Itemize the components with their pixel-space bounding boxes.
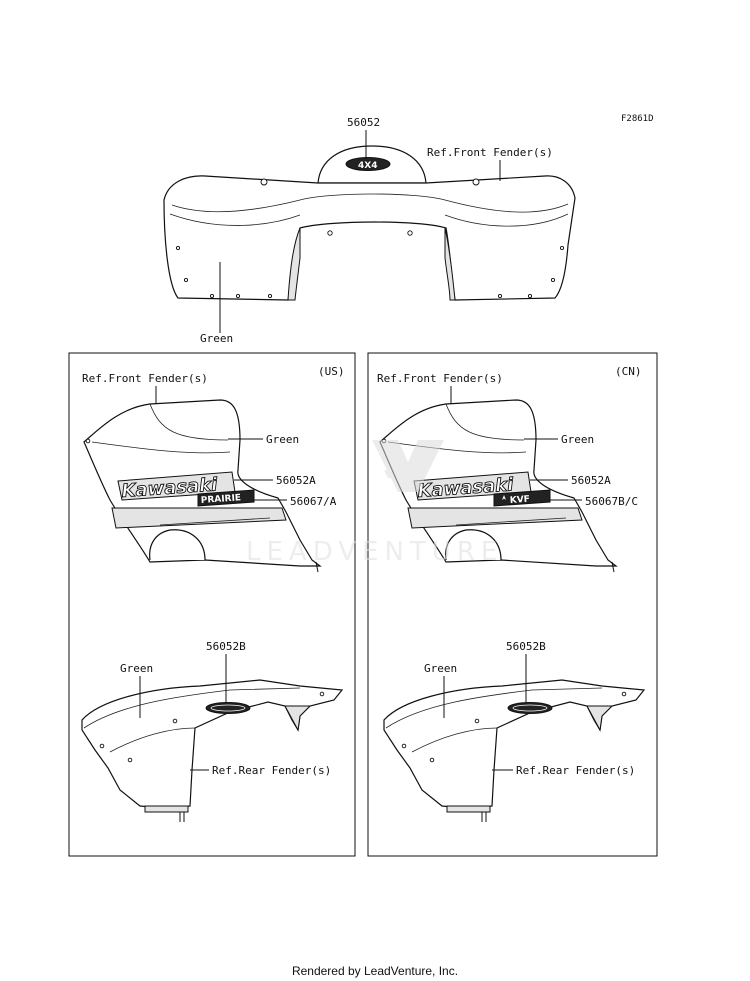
watermark-text: LEADVENTURE xyxy=(246,537,503,567)
us-ref-rear-label: Ref.Rear Fender(s) xyxy=(212,764,331,777)
maple-leaf-icon xyxy=(502,495,506,500)
cn-green-rear-label: Green xyxy=(424,662,457,675)
cn-rear-emblem xyxy=(507,702,553,714)
cn-green-front-label: Green xyxy=(561,433,594,446)
us-rear-fender-illustration xyxy=(81,679,344,822)
leadventure-watermark: LEADVENTURE xyxy=(246,440,503,567)
us-part-56067a-label: 56067/A xyxy=(290,495,337,508)
us-decal-model: PRAIRIE xyxy=(201,493,242,506)
footer-credit: Rendered by LeadVenture, Inc. xyxy=(291,964,459,978)
4x4-emblem: 4X4 xyxy=(345,157,391,171)
us-model-decal: PRAIRIE xyxy=(197,489,255,507)
top-ref-front-fender-label: Ref.Front Fender(s) xyxy=(427,146,553,159)
cn-rear-fender-illustration xyxy=(383,679,646,822)
cn-part-56052a-label: 56052A xyxy=(571,474,611,487)
cn-region-label: (CN) xyxy=(615,365,642,378)
cn-part-56052b-label: 56052B xyxy=(506,640,546,653)
cn-part-56067bc-label: 56067B/C xyxy=(585,495,638,508)
svg-text:4X4: 4X4 xyxy=(358,161,377,171)
cn-panel: (CN) Ref.Front Fender(s) Kawasaki KVF Gr… xyxy=(367,352,658,857)
cn-model-decal: KVF xyxy=(493,489,551,507)
us-green-front-label: Green xyxy=(266,433,299,446)
cn-ref-front-label: Ref.Front Fender(s) xyxy=(377,372,503,385)
us-green-rear-label: Green xyxy=(120,662,153,675)
us-part-56052a-label: 56052A xyxy=(276,474,316,487)
top-green-label: Green xyxy=(200,332,233,345)
figure-code: F2861D xyxy=(621,114,654,124)
top-part-number-label: 56052 xyxy=(347,116,380,129)
us-part-56052b-label: 56052B xyxy=(206,640,246,653)
us-panel: (US) Ref.Front Fender(s) Kawasaki PRAIRI… xyxy=(68,352,356,857)
cn-decal-model: KVF xyxy=(510,495,531,506)
us-ref-front-label: Ref.Front Fender(s) xyxy=(82,372,208,385)
us-region-label: (US) xyxy=(318,365,345,378)
front-fender-illustration: 4X4 xyxy=(163,145,576,301)
cn-ref-rear-label: Ref.Rear Fender(s) xyxy=(516,764,635,777)
us-rear-emblem xyxy=(205,702,251,714)
